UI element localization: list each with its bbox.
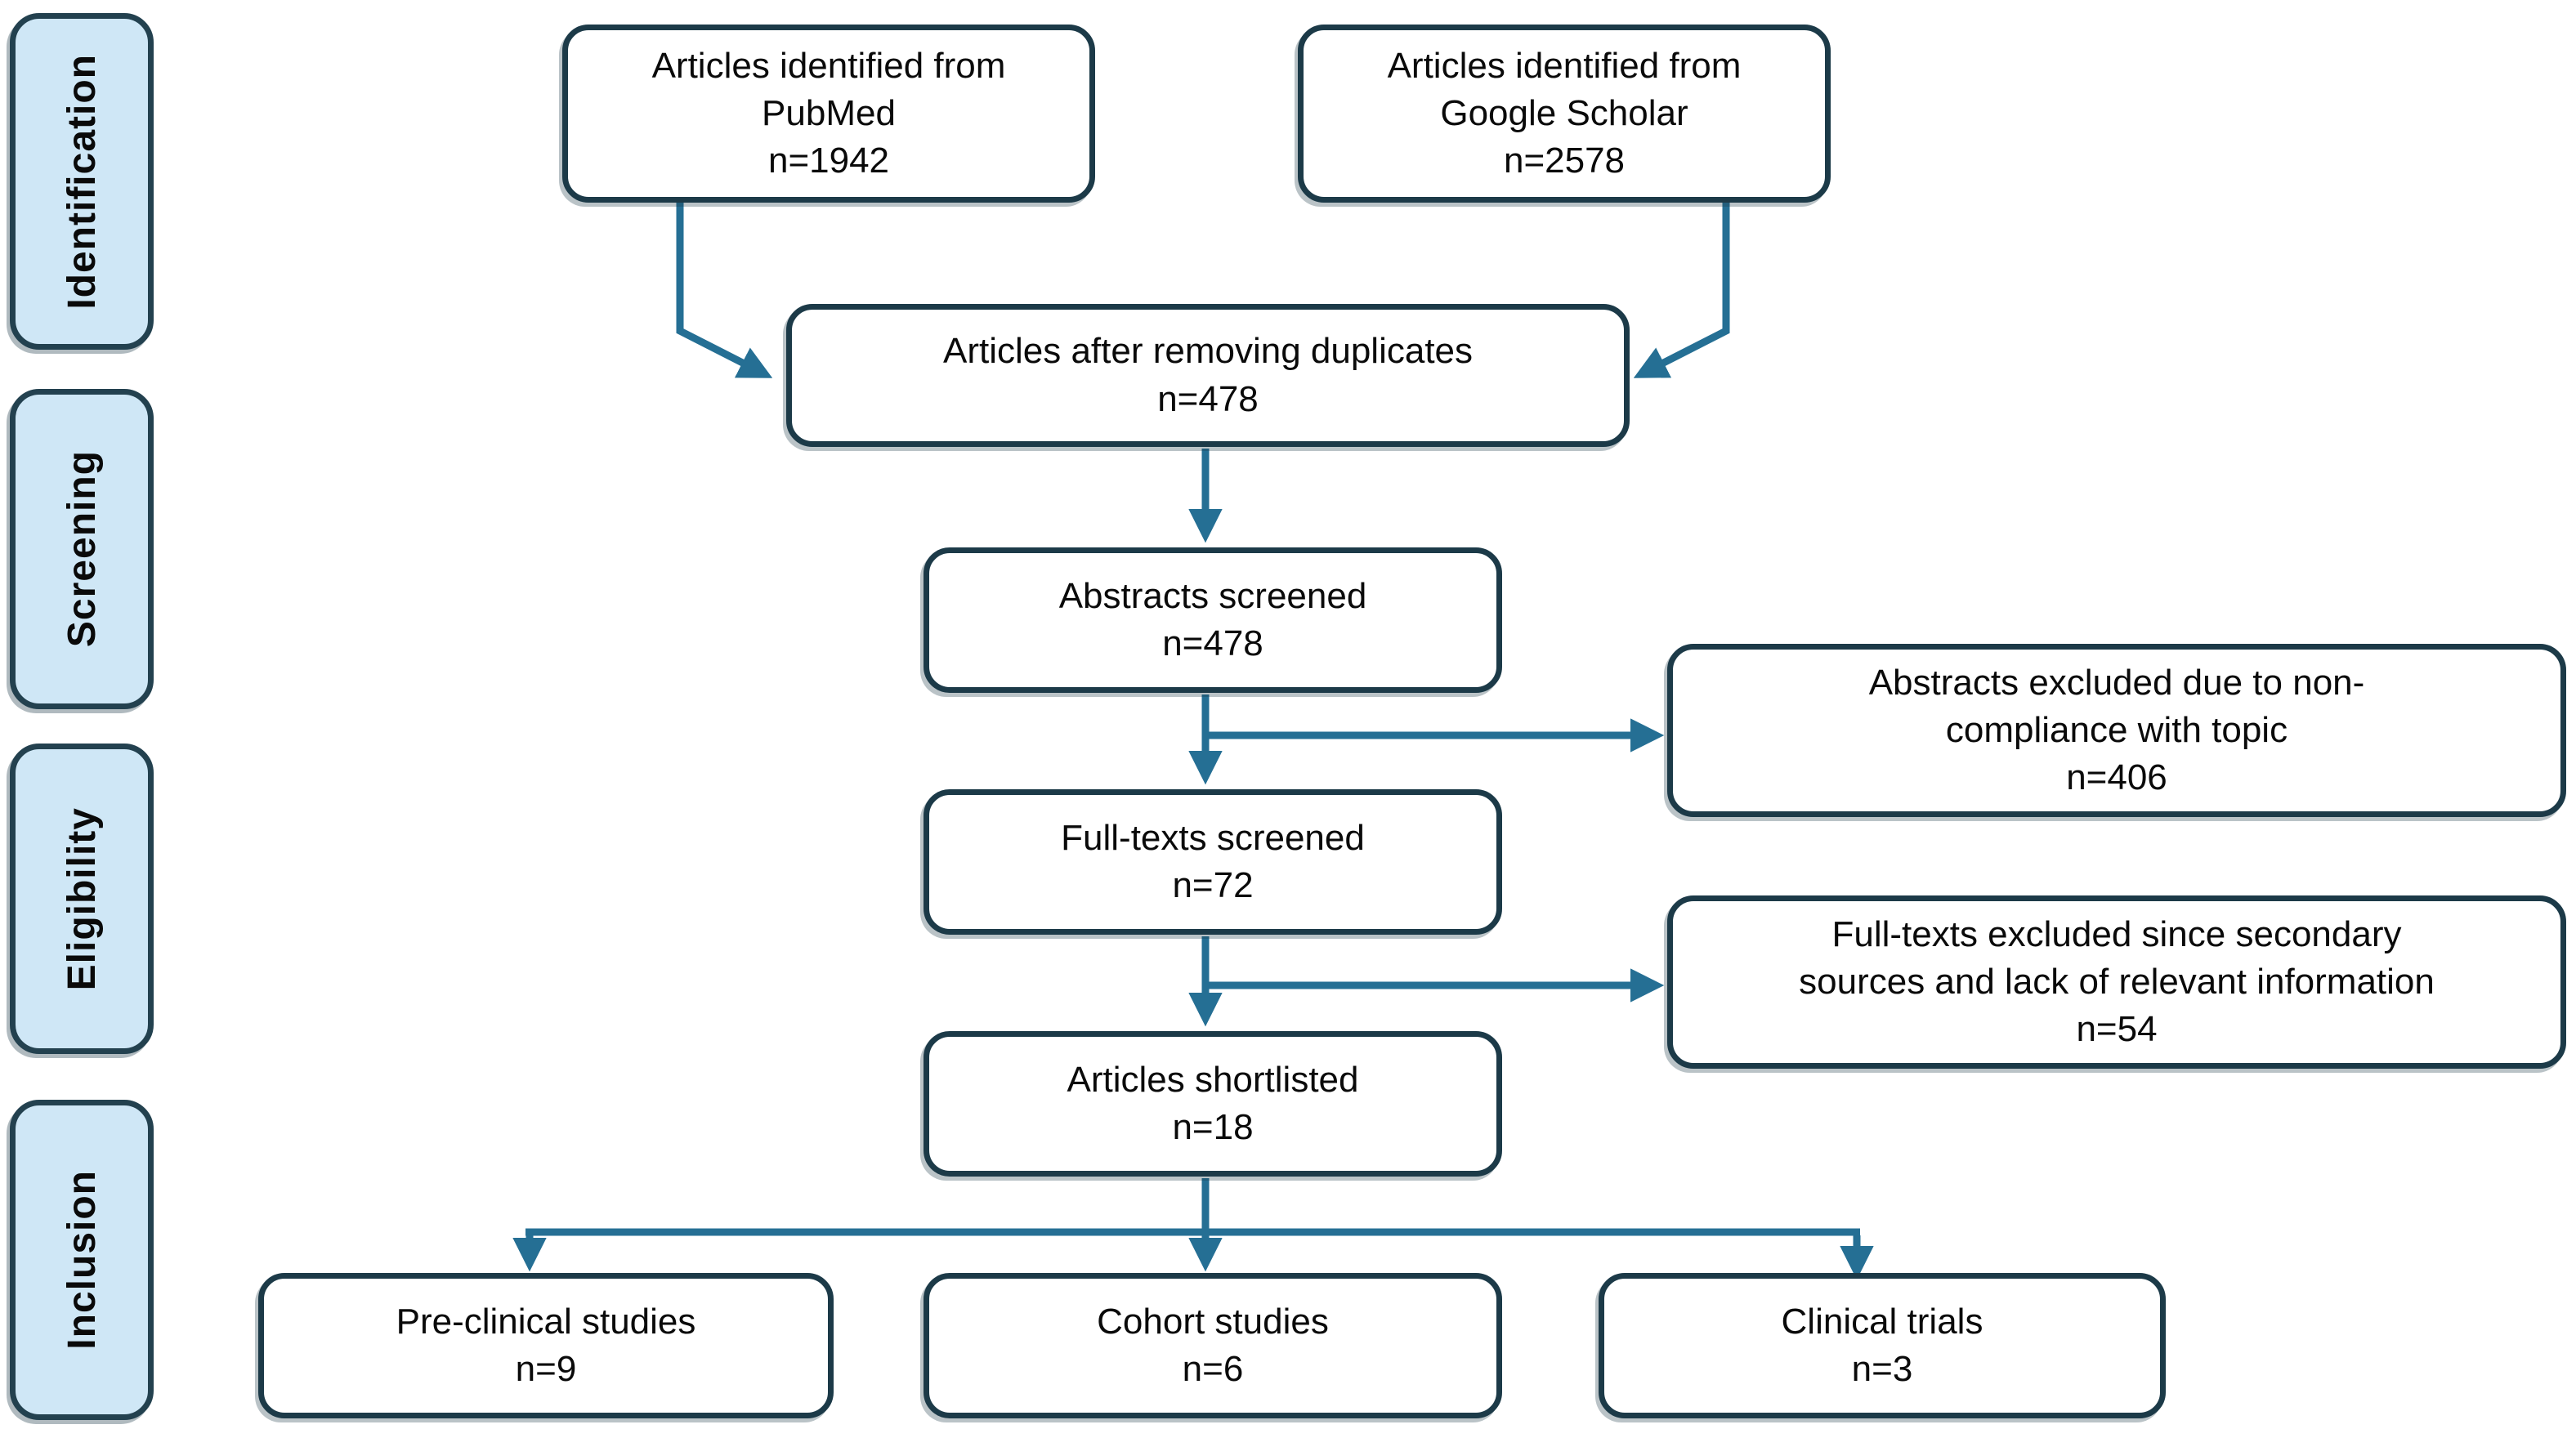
stage-inclusion: Inclusion (10, 1100, 154, 1420)
node-label: Pre-clinical studies (396, 1301, 696, 1342)
stage-label: Screening (60, 450, 104, 648)
node-count: n=3 (1851, 1349, 1913, 1389)
stage-label: Identification (60, 53, 104, 310)
node-label: Articles identified from PubMed (651, 45, 1006, 133)
node-count: n=9 (515, 1349, 577, 1389)
node-count: n=406 (2066, 757, 2167, 798)
node-label: Abstracts screened (1058, 575, 1367, 616)
node-clinical-trials: Clinical trials n=3 (1599, 1273, 2166, 1418)
node-fulltexts-screened: Full-texts screened n=72 (924, 789, 1502, 935)
node-after-removing-duplicates: Articles after removing duplicates n=478 (786, 304, 1630, 447)
node-count: n=54 (2076, 1009, 2158, 1050)
stage-identification: Identification (10, 13, 154, 350)
node-abstracts-screened: Abstracts screened n=478 (924, 547, 1502, 693)
node-label: Articles after removing duplicates (942, 331, 1474, 372)
node-abstracts-excluded: Abstracts excluded due to non- complianc… (1667, 644, 2566, 817)
node-count: n=72 (1172, 865, 1254, 905)
node-fulltexts-excluded: Full-texts excluded since secondary sour… (1667, 895, 2566, 1069)
node-label: Full-texts screened (1061, 817, 1365, 858)
node-count: n=2578 (1503, 141, 1626, 181)
node-count: n=1942 (767, 141, 890, 181)
stage-label: Inclusion (60, 1170, 104, 1350)
node-label: Cohort studies (1097, 1301, 1329, 1342)
node-articles-shortlisted: Articles shortlisted n=18 (924, 1031, 1502, 1177)
node-cohort-studies: Cohort studies n=6 (924, 1273, 1502, 1418)
node-articles-google-scholar: Articles identified from Google Scholar … (1298, 25, 1831, 203)
node-articles-pubmed: Articles identified from PubMed n=1942 (562, 25, 1095, 203)
node-count: n=6 (1182, 1349, 1244, 1389)
node-count: n=478 (1157, 378, 1259, 419)
node-count: n=478 (1162, 623, 1263, 663)
node-label: Articles identified from Google Scholar (1387, 45, 1742, 133)
node-preclinical-studies: Pre-clinical studies n=9 (258, 1273, 834, 1418)
node-label: Full-texts excluded since secondary sour… (1799, 913, 2435, 1002)
stage-eligibility: Eligibility (10, 744, 154, 1054)
arrow-scholar-to-duplicates (1633, 203, 1730, 378)
arrow-pubmed-to-duplicates (676, 203, 773, 378)
node-count: n=18 (1172, 1107, 1254, 1147)
node-label: Abstracts excluded due to non- complianc… (1868, 662, 2365, 750)
node-label: Clinical trials (1781, 1301, 1983, 1342)
node-label: Articles shortlisted (1067, 1059, 1359, 1100)
stage-label: Eligibility (60, 806, 104, 991)
stage-screening: Screening (10, 389, 154, 709)
